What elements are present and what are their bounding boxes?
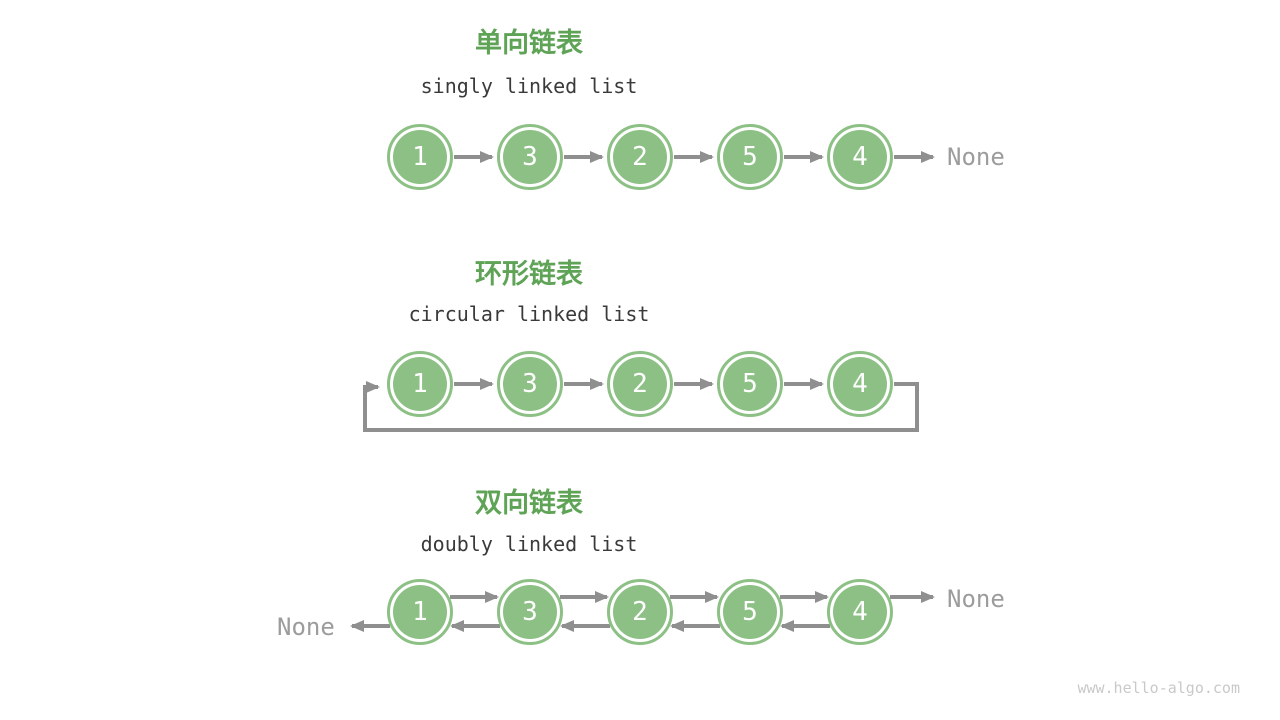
doubly-title-en: doubly linked list	[420, 532, 638, 556]
singly-node-3-value: 2	[613, 130, 667, 184]
doubly-node-2: 3	[497, 579, 563, 645]
doubly-node-2-value: 3	[503, 585, 557, 639]
circular-node-3: 2	[607, 351, 673, 417]
singly-node-5: 4	[827, 124, 893, 190]
singly-node-1: 1	[387, 124, 453, 190]
circular-node-2: 3	[497, 351, 563, 417]
circular-loop-arrow	[363, 381, 919, 432]
doubly-none-left-label: None	[277, 613, 335, 641]
singly-title-zh: 单向链表	[475, 28, 583, 59]
doubly-title-zh: 双向链表	[475, 488, 583, 519]
singly-node-4: 5	[717, 124, 783, 190]
singly-node-2-value: 3	[503, 130, 557, 184]
doubly-node-5-value: 4	[833, 585, 887, 639]
circular-node-5: 4	[827, 351, 893, 417]
doubly-node-4-value: 5	[723, 585, 777, 639]
circular-title-en: circular linked list	[408, 302, 650, 326]
singly-title-en: singly linked list	[420, 74, 638, 98]
circular-node-2-value: 3	[503, 357, 557, 411]
singly-node-2: 3	[497, 124, 563, 190]
circular-node-4: 5	[717, 351, 783, 417]
doubly-node-1: 1	[387, 579, 453, 645]
doubly-node-3: 2	[607, 579, 673, 645]
singly-none-label: None	[947, 143, 1005, 171]
singly-node-5-value: 4	[833, 130, 887, 184]
circular-title-zh: 环形链表	[475, 259, 583, 290]
singly-node-4-value: 5	[723, 130, 777, 184]
singly-node-3: 2	[607, 124, 673, 190]
doubly-node-1-value: 1	[393, 585, 447, 639]
circular-node-1: 1	[387, 351, 453, 417]
circular-node-3-value: 2	[613, 357, 667, 411]
doubly-none-right-label: None	[947, 585, 1005, 613]
singly-node-1-value: 1	[393, 130, 447, 184]
watermark: www.hello-algo.com	[1077, 679, 1240, 697]
doubly-node-4: 5	[717, 579, 783, 645]
doubly-node-5: 4	[827, 579, 893, 645]
circular-node-1-value: 1	[393, 357, 447, 411]
doubly-node-3-value: 2	[613, 585, 667, 639]
circular-node-4-value: 5	[723, 357, 777, 411]
circular-node-5-value: 4	[833, 357, 887, 411]
